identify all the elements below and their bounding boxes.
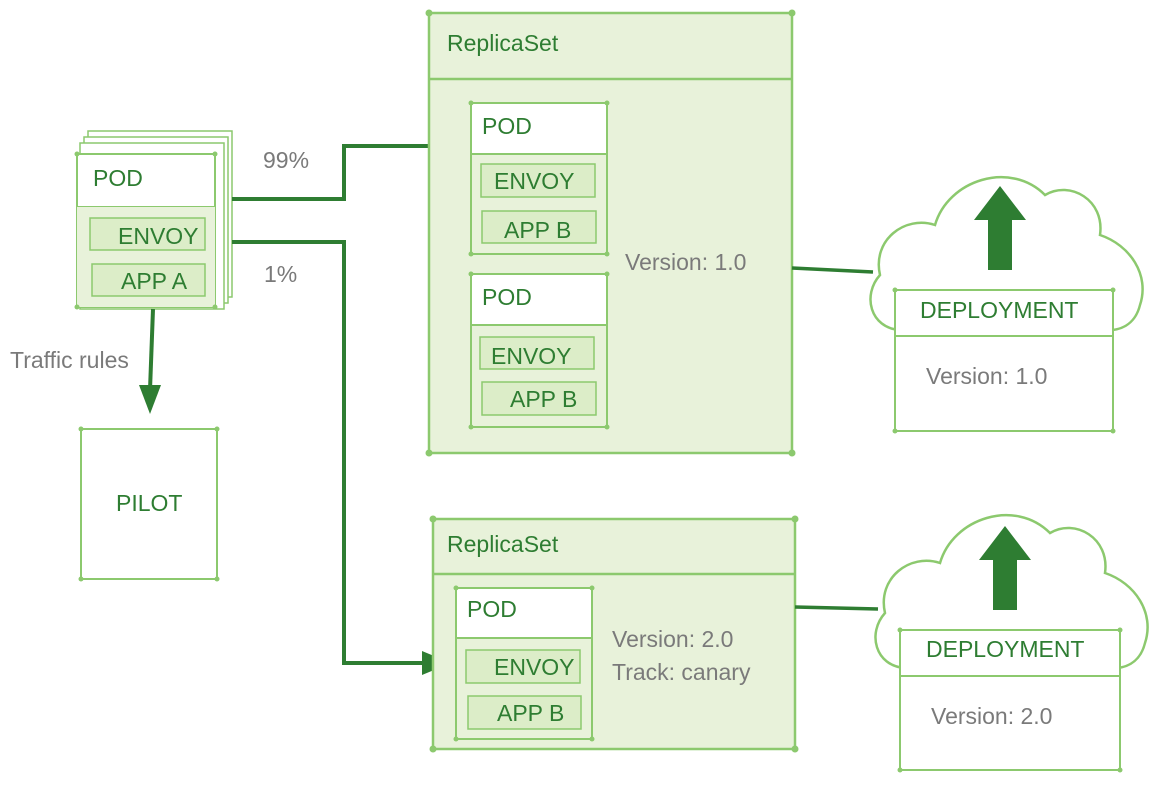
pod-title: POD (467, 596, 517, 622)
envoy-label: ENVOY (118, 223, 199, 249)
deployment-version: Version: 2.0 (931, 703, 1052, 729)
source-pod: POD ENVOY APP A (74, 130, 233, 310)
envoy-box (89, 217, 206, 251)
envoy-label: ENVOY (494, 168, 575, 194)
split-major-label: 99% (263, 147, 309, 173)
traffic-rules-arrowhead (139, 385, 161, 414)
replicaset-v1-pod-2: POD ENVOY APP B (468, 271, 610, 430)
deployment-version: Version: 1.0 (926, 363, 1047, 389)
split-minor-label: 1% (264, 261, 297, 287)
deployment-v1: DEPLOYMENT Version: 1.0 (869, 176, 1144, 434)
traffic-arrow-major (232, 144, 455, 201)
replicaset-version: Version: 2.0 (612, 626, 733, 652)
replicaset-track: Track: canary (612, 659, 751, 685)
deployment-title: DEPLOYMENT (926, 636, 1084, 662)
traffic-rules-arrow (148, 308, 155, 391)
traffic-rules-label: Traffic rules (10, 347, 129, 373)
envoy-label: ENVOY (494, 654, 575, 680)
replicaset-v2: ReplicaSet Version: 2.0 Track: canary PO… (429, 515, 799, 753)
app-box (91, 263, 206, 297)
app-label: APP A (121, 268, 188, 294)
pod-title: POD (482, 113, 532, 139)
app-label: APP B (497, 700, 564, 726)
envoy-label: ENVOY (491, 343, 572, 369)
deployment-v2: DEPLOYMENT Version: 2.0 (874, 514, 1149, 773)
pod-title: POD (482, 284, 532, 310)
traffic-arrow-minor (232, 240, 428, 665)
replicaset-title: ReplicaSet (447, 30, 559, 56)
replicaset-v1: ReplicaSet Version: 1.0 POD ENVOY APP B … (425, 9, 796, 457)
replicaset-version: Version: 1.0 (625, 249, 746, 275)
replicaset-v2-pod-1: POD ENVOY APP B (453, 585, 595, 742)
replicaset-title: ReplicaSet (447, 531, 559, 557)
pilot-label: PILOT (116, 490, 182, 516)
deployment-title: DEPLOYMENT (920, 297, 1078, 323)
replicaset-v1-pod-1: POD ENVOY APP B (468, 100, 610, 257)
app-label: APP B (510, 386, 577, 412)
pilot-box: PILOT (78, 426, 220, 582)
connector-v1 (791, 266, 874, 274)
pod-title: POD (93, 165, 143, 191)
connector-v2 (794, 605, 879, 611)
app-label: APP B (504, 217, 571, 243)
